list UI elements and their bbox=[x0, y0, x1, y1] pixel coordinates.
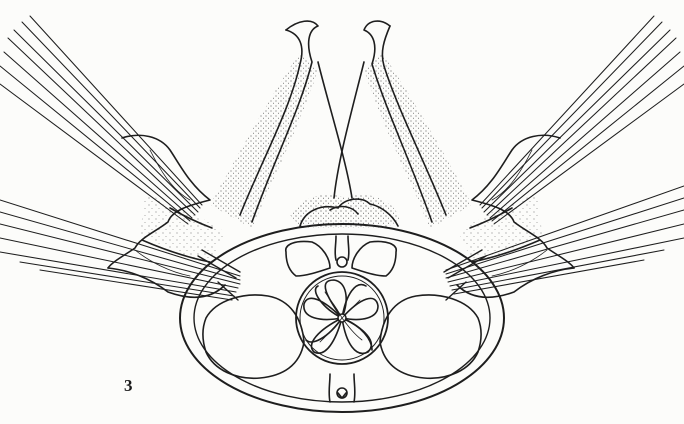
lower-left-chamber bbox=[203, 295, 304, 378]
lower-right-chamber bbox=[380, 295, 481, 378]
figure-number: 3 bbox=[124, 377, 133, 394]
central-organ bbox=[296, 272, 388, 364]
left-arm-stipple bbox=[140, 52, 318, 265]
upper-right-chamber bbox=[352, 241, 396, 276]
upper-left-chamber bbox=[286, 241, 330, 276]
central-stipple bbox=[290, 195, 400, 228]
